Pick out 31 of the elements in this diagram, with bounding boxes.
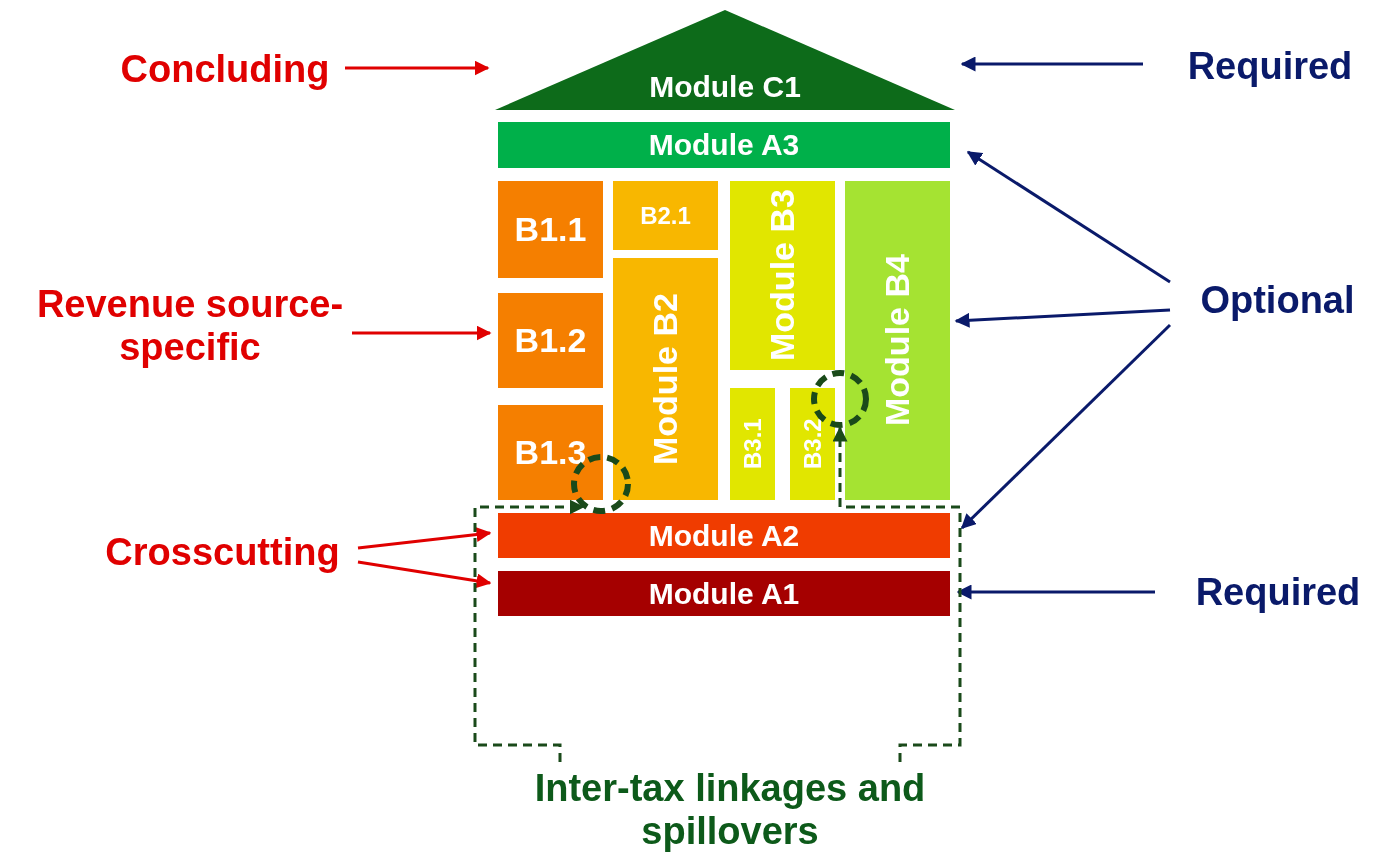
module-block: B3.1: [730, 388, 775, 500]
category-label: Revenue source-specific: [10, 278, 370, 374]
arrow: [960, 323, 1172, 530]
arrow: [954, 308, 1171, 328]
module-block: Module B3: [730, 181, 835, 370]
category-label: Concluding: [100, 40, 350, 98]
module-block: B1.2: [498, 293, 603, 388]
category-label: Crosscutting: [85, 526, 360, 578]
roof-triangle: Module C1: [495, 10, 955, 110]
module-bar: Module A2: [498, 513, 950, 558]
status-label: Required: [1170, 38, 1370, 94]
module-block: B3.2: [790, 388, 835, 500]
module-block: B1.3: [498, 405, 603, 500]
arrow: [960, 56, 1143, 72]
caption-text: Inter-tax linkages and spillovers: [490, 762, 970, 858]
module-block: B1.1: [498, 181, 603, 278]
module-block: B2.1: [613, 181, 718, 250]
arrow: [966, 150, 1171, 284]
module-bar: Module A3: [498, 122, 950, 168]
module-block: Module B4: [845, 181, 950, 500]
arrow: [832, 426, 962, 762]
arrow: [357, 527, 492, 550]
arrow: [345, 60, 490, 76]
module-bar: Module A1: [498, 571, 950, 616]
status-label: Required: [1178, 564, 1374, 620]
arrow: [956, 584, 1155, 600]
arrow: [352, 325, 492, 341]
arrow: [357, 560, 492, 589]
status-label: Optional: [1180, 272, 1374, 328]
arrow: [473, 499, 585, 762]
module-block: Module B2: [613, 258, 718, 500]
